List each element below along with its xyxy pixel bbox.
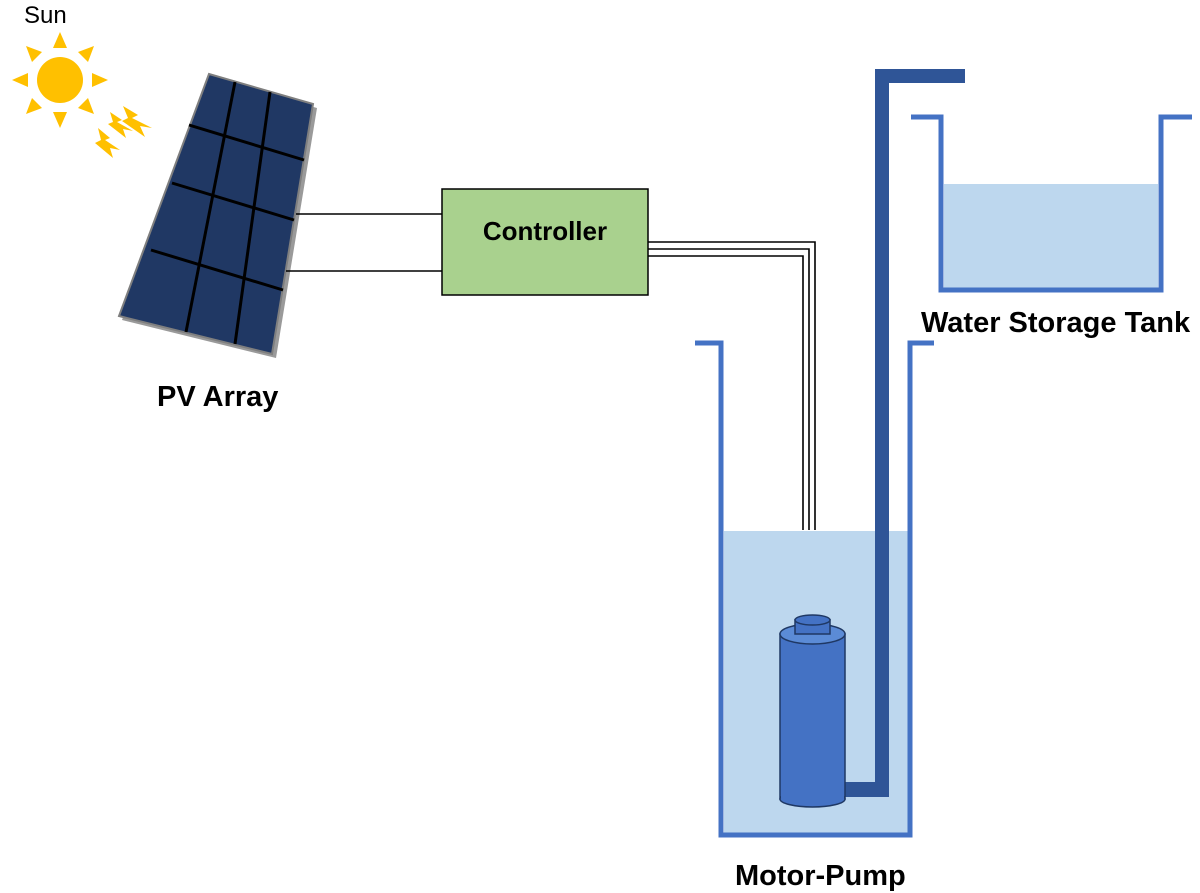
- sunlight-bolt-icon: [95, 106, 152, 158]
- delivery-pipe: [845, 69, 965, 797]
- water-storage-tank-label: Water Storage Tank: [921, 307, 1191, 339]
- pv-controller-wires: [286, 213, 442, 272]
- sun-icon: [12, 32, 108, 128]
- controller-label: Controller: [483, 216, 607, 246]
- sun-label: Sun: [24, 2, 67, 29]
- motor-pump-label: Motor-Pump: [735, 860, 906, 892]
- controller-pump-wires: [648, 241, 816, 530]
- solar-panel-icon: [117, 72, 317, 358]
- pump-icon: [779, 614, 846, 808]
- tank-icon: [911, 114, 1192, 293]
- pv-array-label: PV Array: [157, 381, 278, 413]
